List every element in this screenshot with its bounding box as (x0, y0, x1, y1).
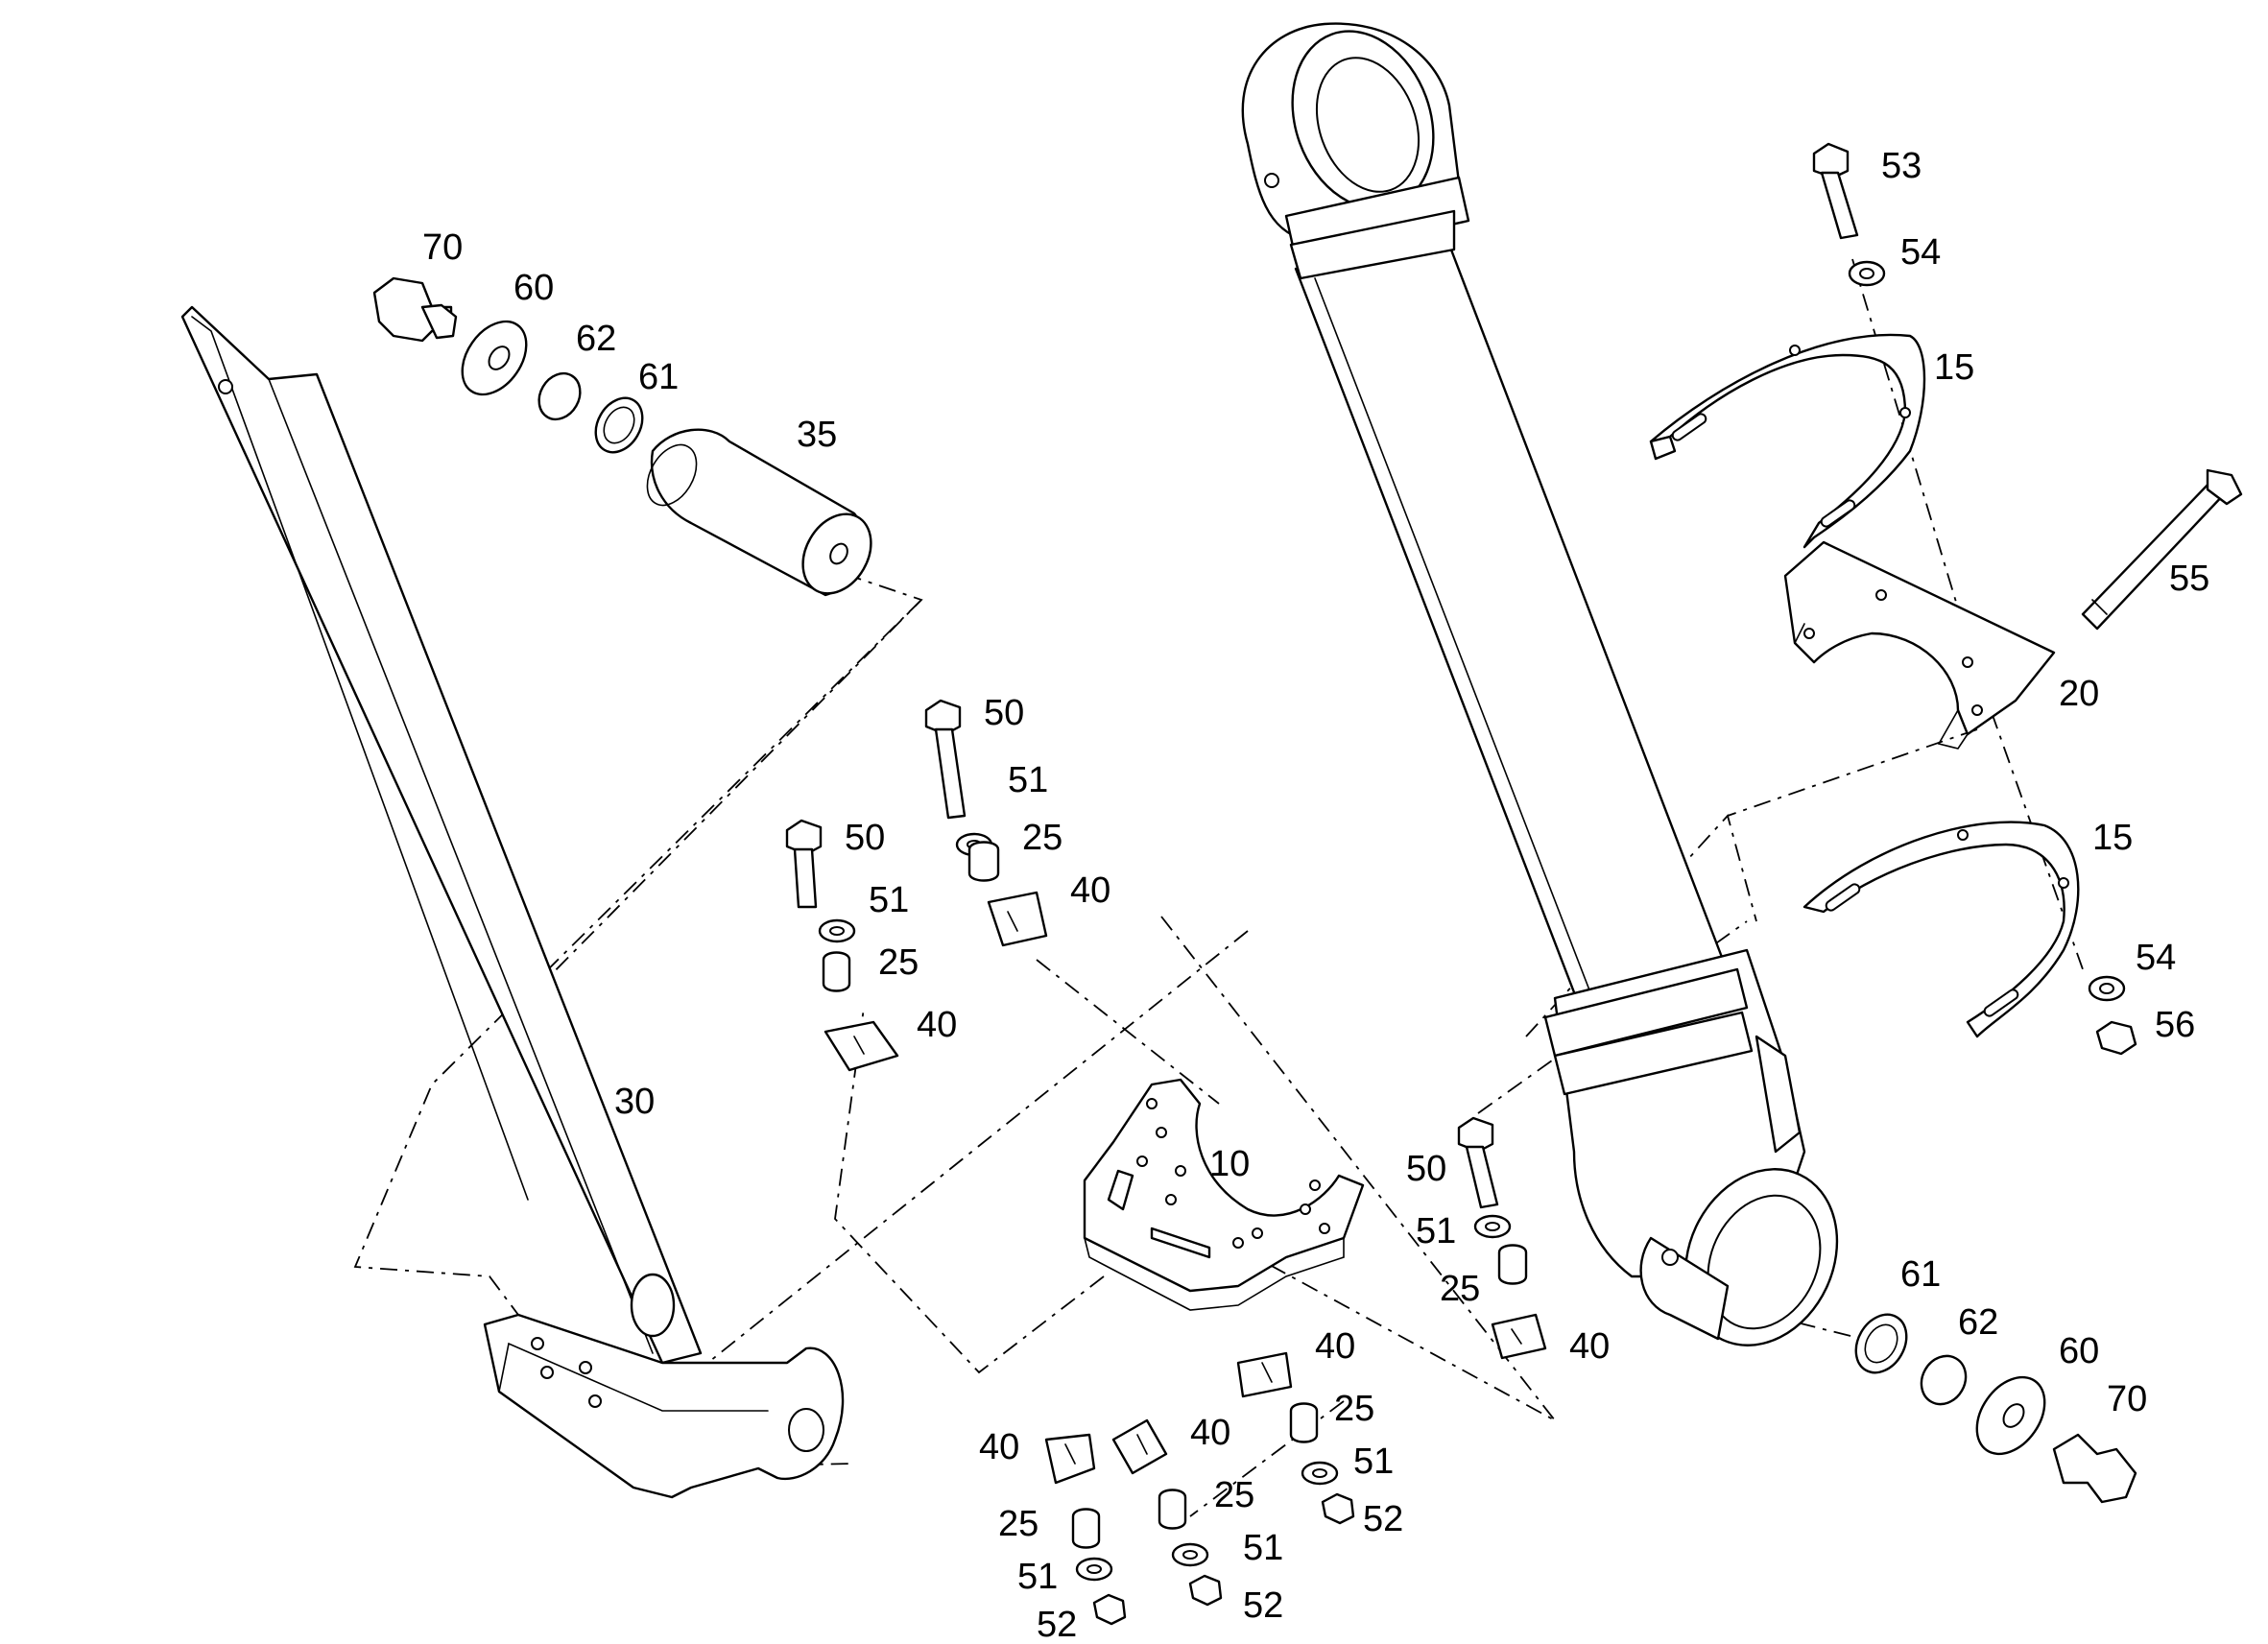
hardware-stack-e (1111, 1418, 1223, 1607)
callout-20: 20 (2059, 674, 2099, 714)
callout-40: 40 (1569, 1326, 1610, 1367)
hardware-stack-d (1044, 1433, 1127, 1626)
callout-70: 70 (2107, 1379, 2147, 1419)
callout-52: 52 (1243, 1585, 1283, 1626)
callout-10: 10 (1209, 1144, 1250, 1184)
callout-52: 52 (1037, 1605, 1077, 1644)
cylinder-tube (1294, 243, 1725, 1019)
callout-50: 50 (984, 693, 1024, 733)
callout-15: 15 (2092, 818, 2133, 858)
callout-25: 25 (998, 1504, 1039, 1544)
hardware-stack-c (1457, 1116, 1547, 1360)
callout-70: 70 (422, 227, 463, 268)
part-30-arm (180, 305, 845, 1499)
callout-25: 25 (1440, 1269, 1480, 1309)
hardware-stack-f (1236, 1351, 1355, 1525)
hydraulic-cylinder (1241, 22, 1839, 1346)
callout-54: 54 (2136, 938, 2176, 978)
callout-55: 55 (2169, 559, 2209, 599)
nut-56 (2095, 1020, 2137, 1056)
callout-40: 40 (979, 1427, 1019, 1467)
left-pin-group (372, 276, 872, 597)
callout-61: 61 (638, 357, 679, 397)
callout-61: 61 (1900, 1254, 1941, 1295)
callout-52: 52 (1363, 1499, 1403, 1539)
callout-15: 15 (1934, 347, 1974, 388)
hardware-stack-b (924, 699, 1048, 947)
callout-25: 25 (1022, 818, 1062, 858)
part-15-strap-upper (1649, 333, 1926, 549)
callout-60: 60 (2059, 1331, 2099, 1371)
callout-40: 40 (1190, 1413, 1230, 1453)
callout-25: 25 (1214, 1475, 1254, 1515)
callout-51: 51 (869, 880, 909, 920)
callout-50: 50 (845, 818, 885, 858)
callout-35: 35 (797, 415, 837, 455)
callout-30: 30 (614, 1082, 655, 1122)
callout-40: 40 (1315, 1326, 1355, 1367)
callout-40: 40 (917, 1005, 957, 1045)
part-20-clamp (1783, 540, 2056, 750)
callout-40: 40 (1070, 870, 1110, 911)
part-15-strap-lower (1802, 821, 2080, 1038)
callout-62: 62 (1958, 1302, 1998, 1343)
pin-35 (646, 428, 872, 597)
callout-51: 51 (1008, 760, 1048, 800)
callout-51: 51 (1017, 1557, 1058, 1597)
callout-51: 51 (1353, 1441, 1394, 1482)
callout-25: 25 (878, 942, 919, 983)
callout-25: 25 (1334, 1389, 1374, 1429)
callout-56: 56 (2155, 1005, 2195, 1045)
callout-51: 51 (1416, 1211, 1456, 1251)
hardware-stack-a (785, 819, 899, 1072)
bolt-55 (2081, 468, 2243, 631)
callout-60: 60 (513, 268, 554, 308)
callout-53: 53 (1881, 146, 1922, 186)
right-pin-group (1854, 1313, 2137, 1504)
bushing-62-left (537, 371, 582, 421)
part-10-bracket (1083, 1078, 1365, 1311)
bolt-53 (1812, 142, 1859, 240)
callout-62: 62 (576, 319, 616, 359)
callout-54: 54 (1900, 232, 1941, 273)
ring-61-left (594, 396, 644, 454)
callout-51: 51 (1243, 1528, 1283, 1568)
callout-50: 50 (1406, 1149, 1446, 1189)
